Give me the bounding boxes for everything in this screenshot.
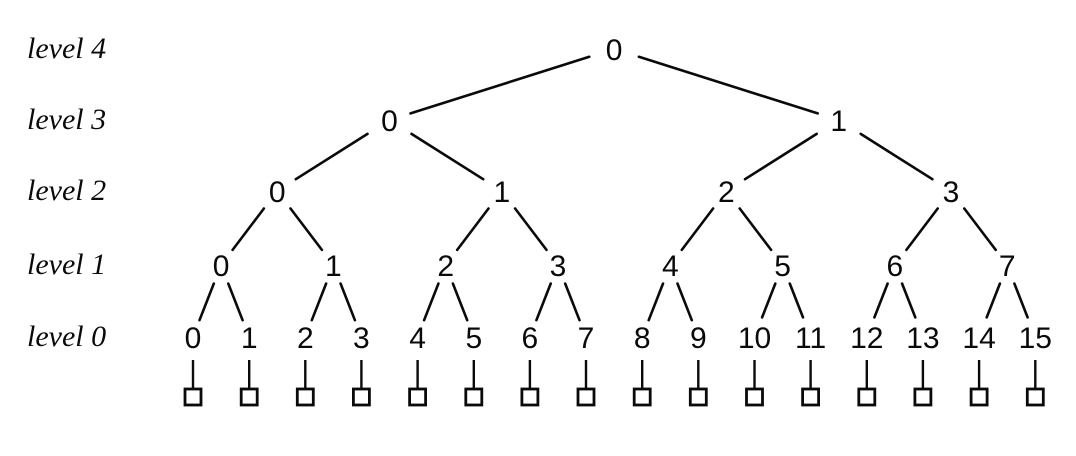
tree-node-label: 0 [213,250,230,283]
tree-node-label: 9 [690,322,707,355]
tree-edge [676,282,694,322]
tree-edge [905,207,940,252]
tree-node-label: 0 [185,322,202,355]
tree-node-label: 11 [795,322,826,355]
tree-edge [410,132,485,181]
tree-edge [563,282,581,322]
tree-node-label: 4 [662,250,679,283]
tree-edge [310,282,328,322]
level-label: level 4 [27,32,107,65]
tree-node-label: 0 [606,34,623,67]
level-label: level 2 [27,174,107,207]
leaf-square [464,387,484,407]
tree-edge [680,207,715,252]
tree-edge [873,282,889,319]
tree-node-label: 0 [269,176,286,209]
tree-node-label: 1 [493,176,510,209]
tree-edge [294,132,369,181]
tree-node-label: 6 [522,322,539,355]
tree-edge [422,282,440,322]
leaf-square [520,387,540,407]
tree-edge [985,282,1002,319]
tree-node-label: 4 [409,322,426,355]
tree-node-label: 3 [943,176,960,209]
tree-edge [738,207,773,252]
tree-edge [647,282,665,322]
tree-node-label: 2 [718,176,735,209]
level-label: level 1 [27,248,107,281]
leaf-square [857,387,877,407]
tree-edge [289,207,324,252]
tree-node-label: 15 [1019,322,1052,355]
tree-edge [637,55,820,115]
tree-edge [451,282,469,322]
tree-edge [859,132,934,181]
leaf-square [576,387,596,407]
tree-node-label: 1 [830,105,847,138]
tree-node-label: 7 [999,250,1016,283]
tree-node-label: 14 [962,322,995,355]
leaf-square [745,387,764,407]
level-label: level 3 [27,103,107,136]
tree-node-label: 12 [850,322,883,355]
tree-node-label: 3 [353,322,370,355]
tree-node-label: 2 [297,322,314,355]
leaf-square [688,387,708,407]
leaf-square [183,387,203,407]
tree-edge [900,282,917,319]
leaf-square [408,387,428,407]
tree-node-label: 5 [465,322,482,355]
tree-edge [339,282,357,322]
tree-edge [455,207,490,252]
tree-edge [513,207,548,252]
tree-node-label: 7 [578,322,595,355]
leaf-square [801,387,820,407]
tree-node-label: 13 [906,322,939,355]
tree-node-label: 3 [550,250,567,283]
tree-node-label: 2 [437,250,454,283]
tree-node-label: 0 [381,105,398,138]
leaf-square [969,387,989,407]
tree-edge [743,132,819,181]
tree-edge [198,282,216,322]
tree-edge [962,207,998,252]
tree-edge [409,55,591,115]
tree-edge [227,282,244,322]
level-label: level 0 [27,320,107,353]
tree-node-label: 5 [774,250,791,283]
leaf-square [295,387,315,407]
tree-edge [788,282,805,319]
tree-node-label: 1 [241,322,258,355]
leaf-square [239,387,259,407]
tree-node-label: 10 [738,322,771,355]
tree-edge [231,207,266,252]
leaf-square [351,387,371,407]
tree-node-label: 6 [887,250,904,283]
leaf-square [632,387,652,407]
tree-edge [1013,282,1029,319]
leaf-square [1025,387,1045,407]
tree-node-label: 8 [634,322,651,355]
tree-node-label: 1 [325,250,342,283]
tree-edge [535,282,553,322]
tree-edge [760,282,777,319]
leaf-square [913,387,933,407]
